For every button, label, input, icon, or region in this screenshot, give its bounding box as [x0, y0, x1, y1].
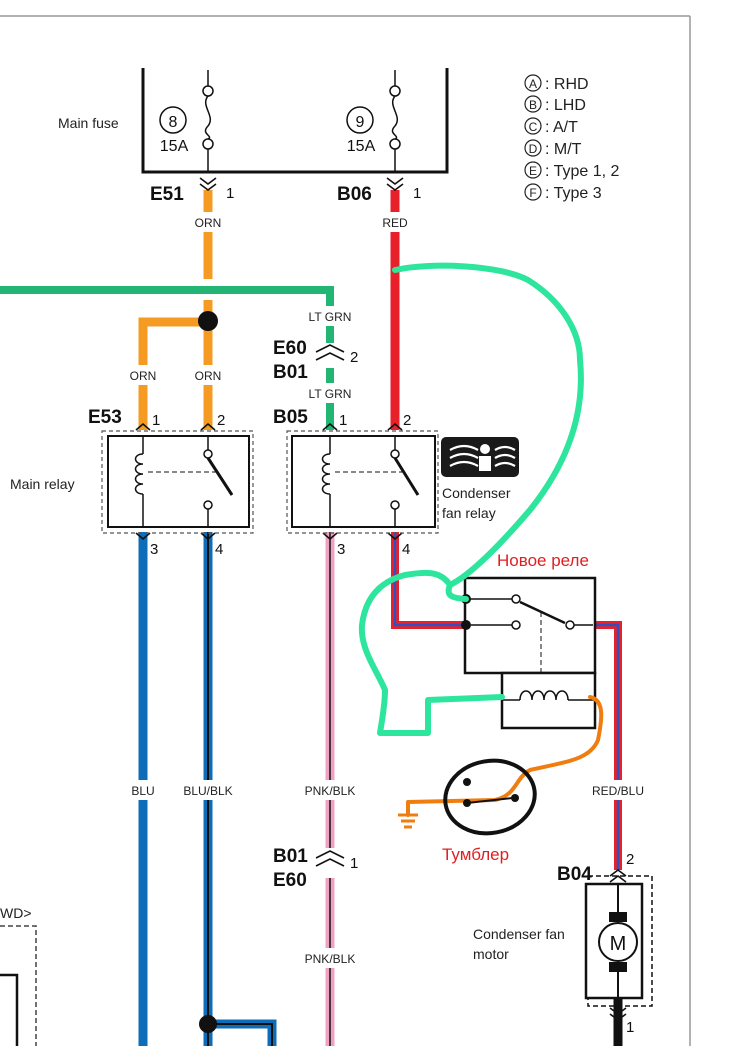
legend-letter-a: A: [529, 77, 537, 91]
connector-b01-lower-name: B01: [273, 846, 308, 867]
condenser-fan-relay: [286, 430, 439, 534]
connector-b04-pin-2: 2: [626, 851, 634, 868]
lt-grn-wire: [0, 286, 334, 430]
fuse-8-badge: [159, 106, 187, 134]
new-relay: [461, 576, 597, 730]
fuse-8-rating: 15A: [160, 138, 189, 155]
wire-label-pnk-blk-upper: PNK/BLK: [305, 784, 356, 798]
fuse-8-number: 8: [169, 114, 178, 131]
toggle-switch: [443, 758, 537, 836]
wire-label-orn-right: ORN: [195, 369, 222, 383]
condenser-relay-label-line2: fan relay: [442, 505, 496, 521]
main-relay-pin-4: 4: [215, 541, 223, 558]
connector-b05-pin-2: 2: [403, 412, 411, 429]
connector-b06-pin: 1: [413, 185, 421, 202]
condenser-relay-label-line1: Condenser: [442, 485, 511, 501]
blu-blk-wire: [203, 532, 277, 1046]
wd-fragment-label: WD>: [0, 905, 32, 921]
wire-label-pnk-blk-lower: PNK/BLK: [305, 952, 356, 966]
toggle-label: Тумблер: [442, 845, 509, 864]
legend-letter-b: B: [529, 98, 537, 112]
red-blu-wire-upper: [391, 532, 467, 629]
motor-label-line2: motor: [473, 946, 509, 962]
fuse-icon: [202, 70, 214, 172]
fuse-icon: [389, 70, 401, 172]
legend-text-a: : RHD: [545, 76, 589, 93]
wire-label-blu-blk: BLU/BLK: [183, 784, 232, 798]
motor-label-line1: Condenser fan: [473, 926, 565, 942]
connector-e53-name: E53: [88, 407, 122, 428]
wire-label-orn-top: ORN: [195, 216, 222, 230]
connector-b05-pin-1: 1: [339, 412, 347, 429]
wire-label-lt-grn-upper: LT GRN: [309, 310, 352, 324]
legend-letter-f: F: [529, 186, 536, 200]
legend-letter-e: E: [529, 164, 537, 178]
wire-label-orn-left: ORN: [130, 369, 157, 383]
main-relay-pin-3: 3: [150, 541, 158, 558]
connector-e51-name: E51: [150, 184, 184, 205]
connector-e53-pin-2: 2: [217, 412, 225, 429]
connector-e51-pin: 1: [226, 185, 234, 202]
connector-b06-name: B06: [337, 184, 372, 205]
fuse-9-rating: 15A: [347, 138, 376, 155]
orn-wire: [138, 190, 213, 430]
motor-symbol: M: [610, 933, 627, 955]
main-relay: [101, 430, 254, 534]
red-blu-wire-lower: [593, 621, 622, 870]
wire-label-red-blu: RED/BLU: [592, 784, 644, 798]
legend-text-b: : LHD: [545, 97, 586, 114]
fan-relay-icon: [441, 437, 519, 477]
connector-e60-pin: 2: [350, 349, 358, 366]
connector-b04-pin-1: 1: [626, 1019, 634, 1036]
legend: A : RHD B : LHD C : A/T D : M/T E : Type…: [524, 74, 620, 202]
connector-chevrons: [135, 177, 627, 1021]
wire-labels: ORN RED LT GRN LT GRN ORN ORN BLU BLU/BL…: [123, 212, 650, 968]
legend-text-e: : Type 1, 2: [545, 163, 620, 180]
condenser-relay-pin-4: 4: [402, 541, 410, 558]
connector-e53-pin-1: 1: [152, 412, 160, 429]
annotation-wire-green-upper: [392, 262, 584, 602]
legend-text-d: : M/T: [545, 141, 582, 158]
connector-e60-name: E60: [273, 338, 307, 359]
legend-text-c: : A/T: [545, 119, 578, 136]
cropped-fragment: [0, 925, 37, 1046]
wire-label-red-top: RED: [382, 216, 408, 230]
ground-icon: [398, 813, 418, 829]
annotation-wire-green-lower: [358, 569, 505, 736]
condenser-relay-pin-3: 3: [337, 541, 345, 558]
fuse-9-number: 9: [356, 114, 365, 131]
motor-icon: [598, 922, 638, 962]
splice-point: [198, 311, 218, 331]
fuse-9-badge: [346, 106, 374, 134]
connector-b01-lower-pin: 1: [350, 855, 358, 872]
splice-point: [199, 1015, 217, 1033]
annotation-wire-orange: [406, 695, 604, 817]
wire-label-lt-grn-lower: LT GRN: [309, 387, 352, 401]
main-fuse-label: Main fuse: [58, 115, 119, 131]
legend-text-f: : Type 3: [545, 185, 602, 202]
connector-b04-name: B04: [557, 864, 592, 885]
legend-letter-d: D: [529, 142, 538, 156]
main-fuse-box: Main fuse 8 15A 9 15A: [58, 68, 449, 174]
connector-e60-lower-name: E60: [273, 870, 307, 891]
wire-label-blu: BLU: [131, 784, 154, 798]
connector-b05-name: B05: [273, 407, 308, 428]
main-relay-label: Main relay: [10, 476, 75, 492]
legend-letter-c: C: [529, 120, 538, 134]
new-relay-label: Новое реле: [497, 551, 589, 570]
connector-b01-name: B01: [273, 362, 308, 383]
